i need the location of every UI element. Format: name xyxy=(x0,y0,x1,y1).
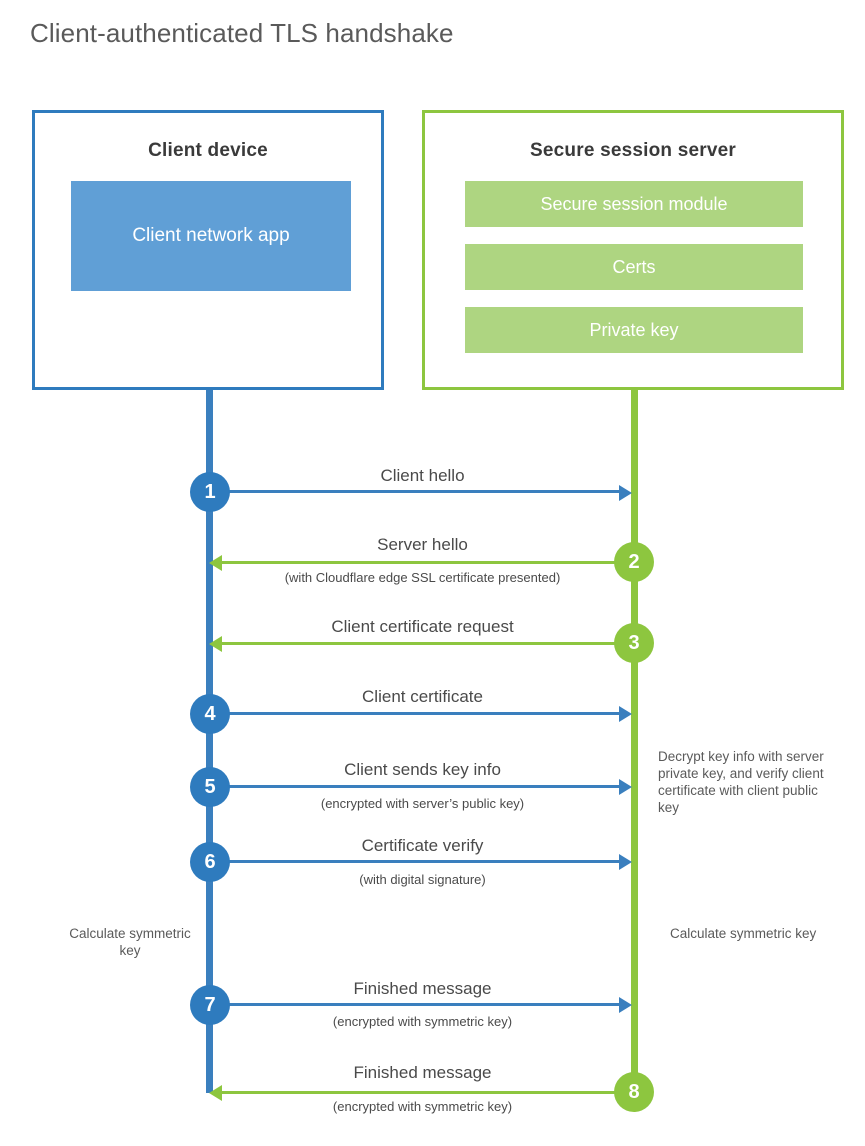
step-7-circle[interactable]: 7 xyxy=(190,985,230,1025)
step-7-label: Finished message xyxy=(353,979,492,998)
step-2-label: Server hello xyxy=(377,535,468,554)
secure-session-server-title: Secure session server xyxy=(530,140,736,161)
step-6-sublabel: (with digital signature) xyxy=(359,872,486,887)
step-8-circle[interactable]: 8 xyxy=(614,1072,654,1112)
step-1-circle[interactable]: 1 xyxy=(190,472,230,512)
secure-session-server-box: Secure session server Secure session mod… xyxy=(422,110,844,390)
step-1-arrow-head xyxy=(619,485,632,501)
server-module-secure-session-module: Secure session module xyxy=(465,181,803,227)
step-8-label: Finished message xyxy=(353,1063,492,1082)
client-calculate-symmetric-key-note: Calculate symmetric key xyxy=(69,926,191,958)
step-2-arrow-head xyxy=(209,555,222,571)
server-decrypt-note: Decrypt key info with server private key… xyxy=(658,749,824,815)
step-4-arrow-head xyxy=(619,706,632,722)
step-8-sublabel: (encrypted with symmetric key) xyxy=(332,1099,513,1114)
server-lifeline xyxy=(631,390,638,1093)
step-8-arrow-head xyxy=(209,1085,222,1101)
step-3-arrow-line xyxy=(222,642,635,645)
step-2-sublabel: (with Cloudflare edge SSL certificate pr… xyxy=(284,570,561,585)
page-title: Client-authenticated TLS handshake xyxy=(30,18,454,48)
step-2-arrow-line xyxy=(222,561,635,564)
step-3-label: Client certificate request xyxy=(331,617,514,636)
step-1-arrow-line xyxy=(210,490,620,493)
step-4-circle[interactable]: 4 xyxy=(190,694,230,734)
step-8-arrow-line xyxy=(222,1091,635,1094)
step-7-arrow-head xyxy=(619,997,632,1013)
step-2-circle[interactable]: 2 xyxy=(614,542,654,582)
step-6-arrow-head xyxy=(619,854,632,870)
step-1-label: Client hello xyxy=(380,466,465,485)
step-6-circle[interactable]: 6 xyxy=(190,842,230,882)
step-5-sublabel: (encrypted with server’s public key) xyxy=(320,796,525,811)
step-5-arrow-head xyxy=(619,779,632,795)
step-5-label: Client sends key info xyxy=(344,760,501,779)
step-3-arrow-head xyxy=(209,636,222,652)
step-6-arrow-line xyxy=(210,860,620,863)
server-calculate-symmetric-key-note: Calculate symmetric key xyxy=(670,926,817,941)
step-6-label: Certificate verify xyxy=(361,836,484,855)
step-4-label: Client certificate xyxy=(362,687,483,706)
step-3-circle[interactable]: 3 xyxy=(614,623,654,663)
step-7-sublabel: (encrypted with symmetric key) xyxy=(332,1014,513,1029)
client-device-box: Client device Client network app xyxy=(32,110,384,390)
step-5-circle[interactable]: 5 xyxy=(190,767,230,807)
client-lifeline xyxy=(206,390,213,1093)
server-module-certs: Certs xyxy=(465,244,803,290)
client-network-app-block: Client network app xyxy=(71,181,351,291)
server-module-private-key: Private key xyxy=(465,307,803,353)
step-5-arrow-line xyxy=(210,785,620,788)
client-device-title: Client device xyxy=(148,140,268,161)
step-7-arrow-line xyxy=(210,1003,620,1006)
step-4-arrow-line xyxy=(210,712,620,715)
